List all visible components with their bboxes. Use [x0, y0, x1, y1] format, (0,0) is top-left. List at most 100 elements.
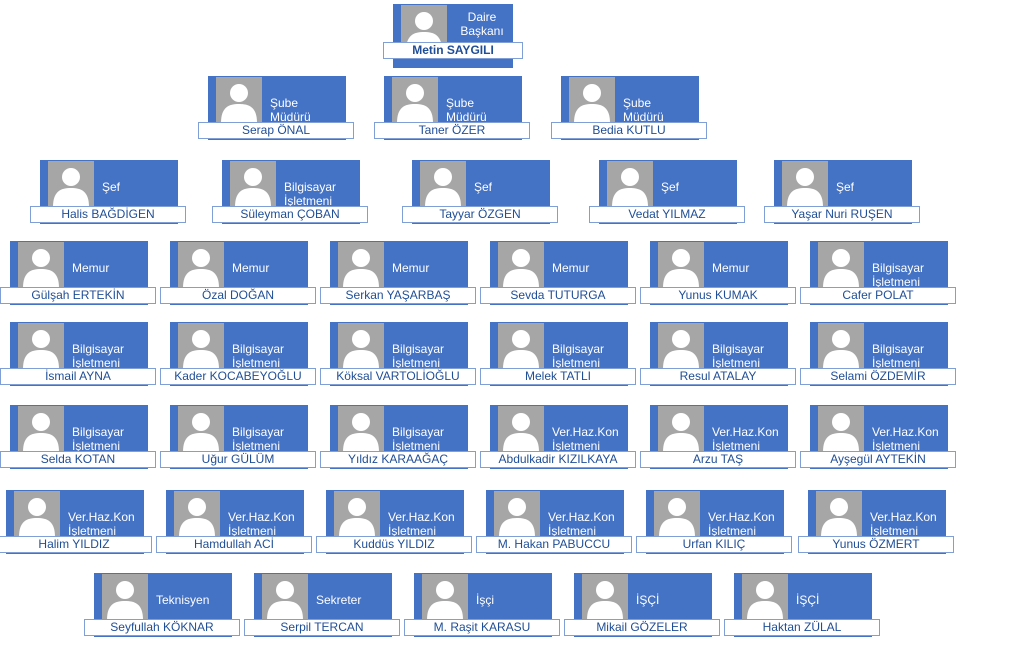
- person-photo: [498, 323, 544, 369]
- person-name: Seyfullah KÖKNAR: [84, 619, 240, 636]
- position-title: Ver.Haz.Kon İşletmeni: [870, 510, 937, 538]
- position-title: Ver.Haz.Kon İşletmeni: [548, 510, 615, 538]
- person-photo: [654, 491, 700, 537]
- position-title: Bilgisayar İşletmeni: [712, 342, 765, 370]
- person-photo: [816, 491, 862, 537]
- person-name: M. Hakan PABUCCU: [476, 536, 632, 553]
- person-silhouette-icon: [183, 413, 219, 452]
- person-name: Yaşar Nuri RUŞEN: [764, 206, 920, 223]
- person-name: Haktan ZÜLAL: [724, 619, 880, 636]
- position-title: Memur: [552, 261, 590, 275]
- person-silhouette-icon: [787, 168, 823, 207]
- position-title: Şef: [661, 180, 680, 194]
- person-silhouette-icon: [747, 581, 783, 620]
- position-title: Sekreter: [316, 593, 362, 607]
- position-title: İşçi: [476, 593, 494, 607]
- position-title: Teknisyen: [156, 593, 210, 607]
- person-name: Sevda TUTURGA: [480, 287, 636, 304]
- person-name: Bedia KUTLU: [551, 122, 707, 139]
- position-title: Bilgisayar İşletmeni: [392, 425, 445, 453]
- person-silhouette-icon: [823, 330, 859, 369]
- person-silhouette-icon: [339, 498, 375, 537]
- position-title: Memur: [232, 261, 270, 275]
- position-title: Şube Müdürü: [446, 96, 487, 124]
- person-photo: [658, 323, 704, 369]
- position-title: Şef: [836, 180, 855, 194]
- person-silhouette-icon: [221, 84, 257, 123]
- person-silhouette-icon: [183, 249, 219, 288]
- position-title: İŞÇİ: [796, 593, 820, 607]
- person-name: Serpil TERCAN: [244, 619, 400, 636]
- person-photo: [48, 161, 94, 207]
- person-photo: [498, 242, 544, 288]
- person-silhouette-icon: [663, 413, 699, 452]
- person-photo: [102, 574, 148, 620]
- person-photo: [178, 323, 224, 369]
- person-silhouette-icon: [183, 330, 219, 369]
- person-name: Kader KOCABEYOĞLU: [160, 368, 316, 385]
- person-silhouette-icon: [23, 330, 59, 369]
- person-photo: [216, 77, 262, 123]
- position-title: Ver.Haz.Kon İşletmeni: [872, 425, 939, 453]
- person-name: Resul ATALAY: [640, 368, 796, 385]
- person-silhouette-icon: [503, 330, 539, 369]
- person-silhouette-icon: [53, 168, 89, 207]
- person-photo: [498, 406, 544, 452]
- person-silhouette-icon: [503, 249, 539, 288]
- position-title: Bilgisayar İşletmeni: [872, 342, 925, 370]
- person-photo: [607, 161, 653, 207]
- person-silhouette-icon: [267, 581, 303, 620]
- person-name: Hamdullah ACİ: [156, 536, 312, 553]
- person-name: Serap ÖNAL: [198, 122, 354, 139]
- person-photo: [262, 574, 308, 620]
- person-name: Yunus ÖZMERT: [798, 536, 954, 553]
- position-title: Bilgisayar İşletmeni: [872, 261, 925, 289]
- person-photo: [818, 323, 864, 369]
- person-name: Taner ÖZER: [374, 122, 530, 139]
- person-photo: [582, 574, 628, 620]
- person-photo: [392, 77, 438, 123]
- person-silhouette-icon: [397, 84, 433, 123]
- person-photo: [569, 77, 615, 123]
- person-name: Cafer POLAT: [800, 287, 956, 304]
- person-name: Mikail GÖZELER: [564, 619, 720, 636]
- person-name: Kuddüs YILDIZ: [316, 536, 472, 553]
- position-title: Şube Müdürü: [270, 96, 311, 124]
- person-silhouette-icon: [823, 249, 859, 288]
- person-name: Halim YILDIZ: [0, 536, 152, 553]
- person-name: Yıldız KARAAĞAÇ: [320, 451, 476, 468]
- position-title: Memur: [72, 261, 110, 275]
- person-silhouette-icon: [823, 413, 859, 452]
- person-photo: [18, 242, 64, 288]
- person-silhouette-icon: [821, 498, 857, 537]
- person-name: Yunus KUMAK: [640, 287, 796, 304]
- person-photo: [658, 242, 704, 288]
- person-photo: [178, 406, 224, 452]
- person-name: Tayyar ÖZGEN: [402, 206, 558, 223]
- person-silhouette-icon: [587, 581, 623, 620]
- person-silhouette-icon: [425, 168, 461, 207]
- person-photo: [742, 574, 788, 620]
- position-title: Ver.Haz.Kon İşletmeni: [708, 510, 775, 538]
- person-photo: [230, 161, 276, 207]
- person-name: M. Raşit KARASU: [404, 619, 560, 636]
- position-title: İŞÇİ: [636, 593, 660, 607]
- person-silhouette-icon: [663, 249, 699, 288]
- person-name: Abdulkadir KIZILKAYA: [480, 451, 636, 468]
- person-silhouette-icon: [343, 249, 379, 288]
- person-photo: [818, 242, 864, 288]
- person-photo: [338, 406, 384, 452]
- position-title: Daire Başkanı: [460, 10, 504, 38]
- person-photo: [338, 323, 384, 369]
- person-photo: [18, 323, 64, 369]
- position-title: Bilgisayar İşletmeni: [232, 342, 285, 370]
- position-title: Bilgisayar İşletmeni: [392, 342, 445, 370]
- person-silhouette-icon: [107, 581, 143, 620]
- person-name: Selda KOTAN: [0, 451, 156, 468]
- position-title: Bilgisayar İşletmeni: [72, 425, 125, 453]
- position-title: Ver.Haz.Kon İşletmeni: [68, 510, 135, 538]
- person-silhouette-icon: [343, 330, 379, 369]
- person-silhouette-icon: [503, 413, 539, 452]
- position-title: Memur: [392, 261, 430, 275]
- person-name: Köksal VARTOLİOĞLU: [320, 368, 476, 385]
